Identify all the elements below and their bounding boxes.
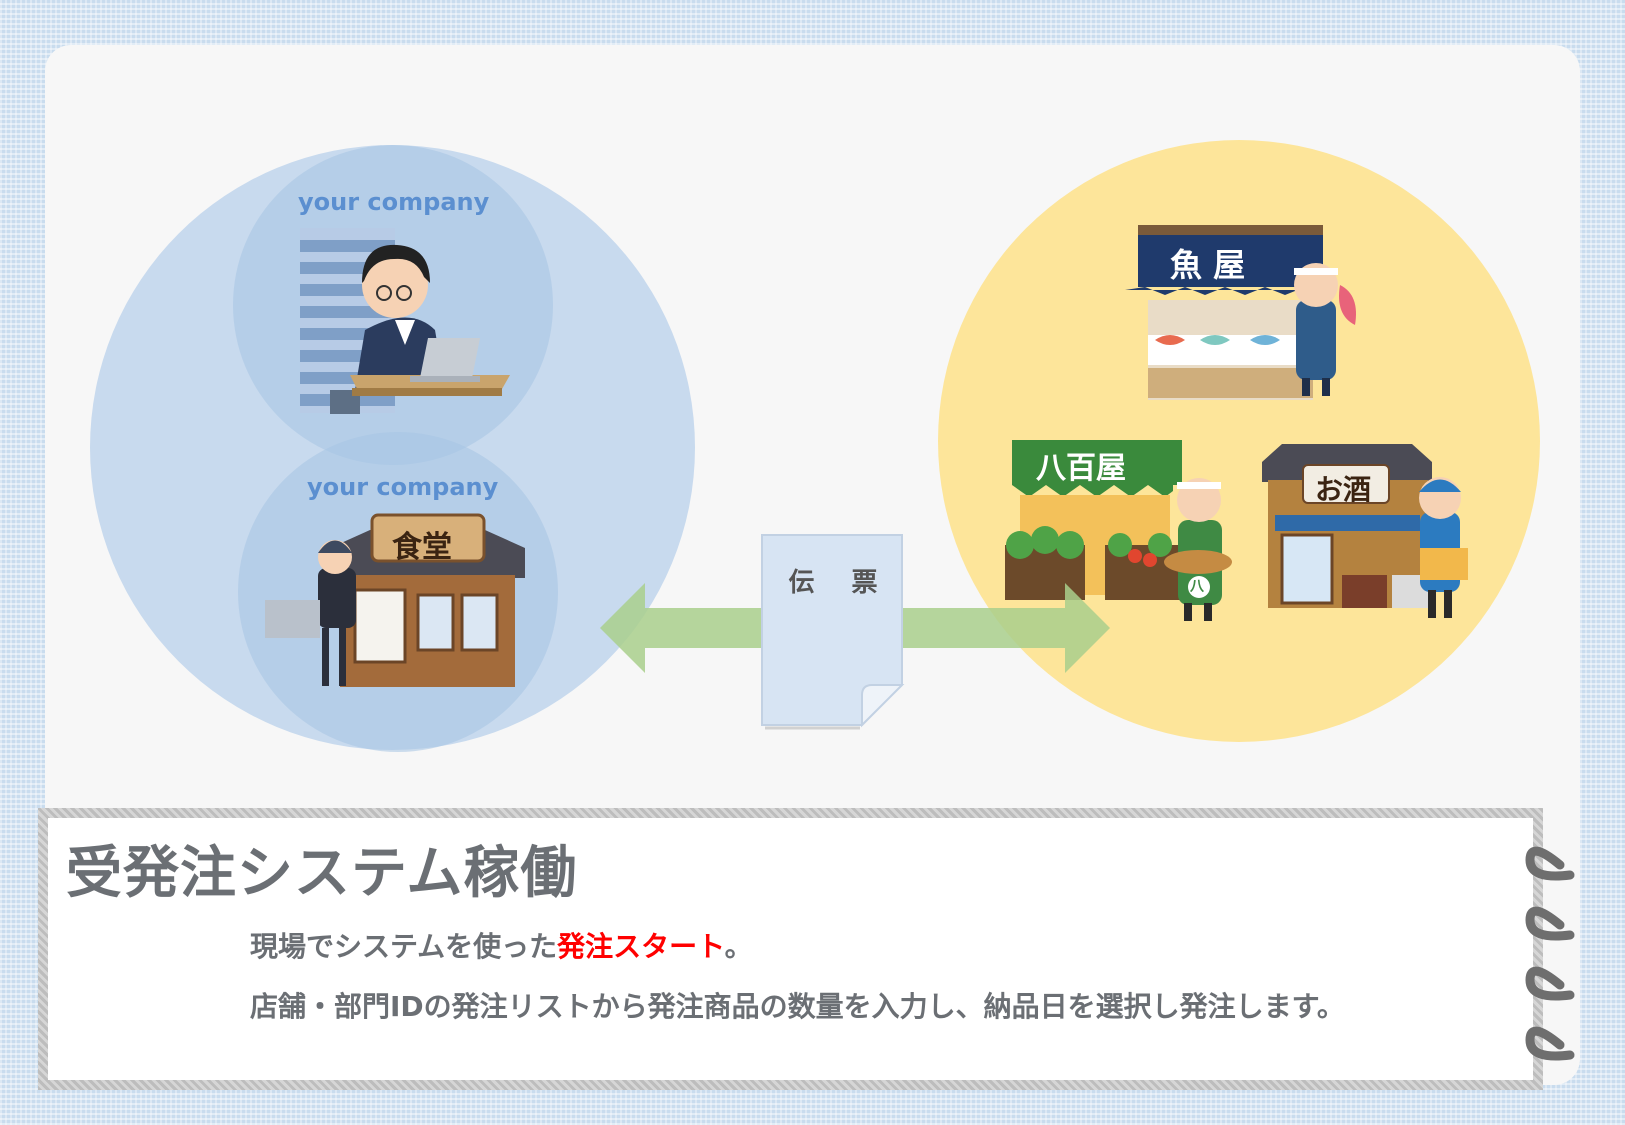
fish-shop-sign: 魚 屋: [1170, 246, 1246, 284]
greengrocer-sign: 八百屋: [1036, 451, 1126, 486]
apron-mark: 八: [1190, 579, 1204, 595]
caption-line-1: 現場でシステムを使った発注スタート。: [250, 930, 753, 963]
caption-line-2: 店舗・部門IDの発注リストから発注商品の数量を入力し、納品日を選択し発注します。: [250, 990, 1345, 1023]
caption-highlight: 発注スタート: [557, 930, 725, 963]
greengrocer-illustration: [1003, 440, 1232, 621]
company-label-bottom: your company: [307, 473, 499, 501]
liquor-shop-sign: お酒: [1315, 473, 1372, 506]
canteen-illustration: [265, 513, 525, 687]
document-icon: [761, 534, 905, 730]
document-label: 伝 票: [788, 568, 892, 598]
notebook-coil-icon: [1525, 846, 1575, 1061]
fish-shop-illustration: [1125, 225, 1356, 400]
caption-title: 受発注システム稼働: [66, 841, 578, 906]
canteen-sign: 食堂: [392, 530, 452, 565]
caption-box: [38, 808, 1543, 1090]
liquor-shop-illustration: [1262, 444, 1468, 618]
company-label-top: your company: [298, 188, 490, 216]
office-worker-illustration: [300, 228, 510, 414]
